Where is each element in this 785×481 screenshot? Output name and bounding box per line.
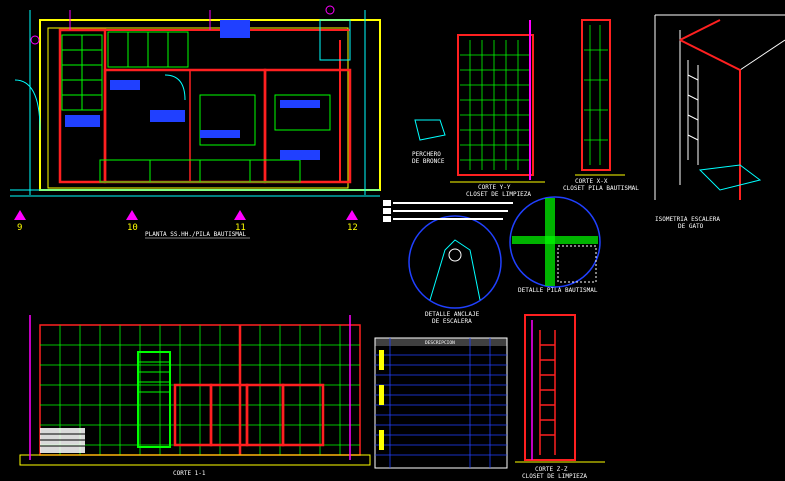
axis-9: 9	[17, 223, 22, 233]
legend-table: DESCRIPCION	[374, 337, 508, 469]
axis-12: 12	[347, 223, 358, 233]
isometria-label-1: ISOMETRIA ESCALERA	[655, 216, 720, 223]
anclaje-label-1: DETALLE ANCLAJE	[425, 311, 480, 318]
corte-xx-label-1: CORTE X-X	[575, 178, 608, 185]
axis-10: 10	[127, 223, 138, 233]
anclaje-label-2: DE ESCALERA	[432, 318, 472, 325]
isometria-label-2: DE GATO	[678, 223, 704, 230]
floor-plan: 9 10 11 12 PLANTA SS.HH./PILA BAUTISMAL	[10, 5, 381, 239]
corte-yy-label-2: CLOSET DE LIMPIEZA	[466, 191, 531, 198]
axis-11: 11	[235, 223, 246, 233]
corte-xx-label-2: CLOSET PILA BAUTISMAL	[563, 185, 639, 192]
corte-yy: CORTE Y-Y CLOSET DE LIMPIEZA	[450, 20, 545, 198]
corte-zz-label-1: CORTE Z-Z	[535, 466, 568, 473]
detalle-anclaje: DETALLE ANCLAJE DE ESCALERA	[408, 215, 502, 325]
isometria-escalera: ISOMETRIA ESCALERA DE GATO	[654, 14, 785, 230]
pila-label: DETALLE PILA BAUTISMAL	[518, 287, 598, 294]
corte-xx: CORTE X-X CLOSET PILA BAUTISMAL	[563, 19, 639, 192]
perchero-label-2: DE BRONCE	[412, 158, 445, 165]
plan-title: PLANTA SS.HH./PILA BAUTISMAL	[145, 231, 247, 238]
perchero-label-1: PERCHERO	[412, 151, 441, 158]
corte-zz: CORTE Z-Z CLOSET DE LIMPIEZA	[515, 314, 605, 480]
corte-yy-label-1: CORTE Y-Y	[478, 184, 511, 191]
table-header: DESCRIPCION	[425, 340, 455, 346]
perchero-detail: PERCHERO DE BRONCE	[412, 119, 446, 165]
corte-11-label: CORTE 1-1	[173, 470, 206, 477]
notes-block	[383, 200, 513, 222]
corte-1-1: CORTE 1-1	[19, 315, 371, 477]
corte-zz-label-2: CLOSET DE LIMPIEZA	[522, 473, 587, 480]
detalle-pila: DETALLE PILA BAUTISMAL	[509, 196, 601, 294]
